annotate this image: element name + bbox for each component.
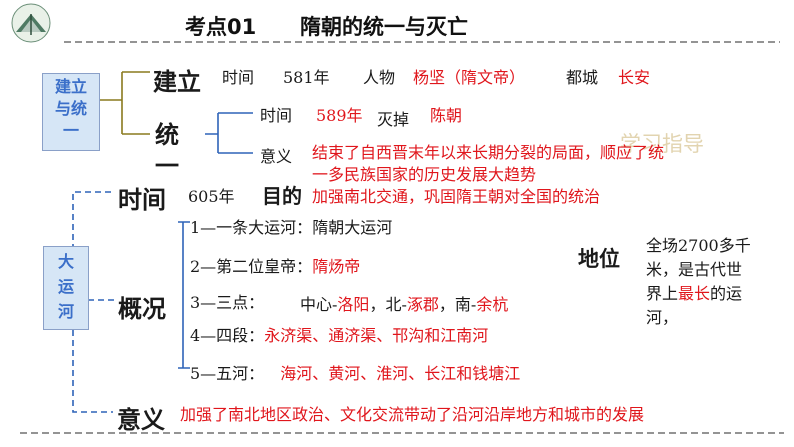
establish-heading: 建立 <box>153 67 201 96</box>
unify-destroy-value: 陈朝 <box>430 106 463 125</box>
status-line-4: 河， <box>646 308 679 327</box>
status-line-3-post: 的运 <box>710 284 743 303</box>
overview-item-3-prefix: 3—三点： <box>190 293 265 312</box>
unify-meaning-label: 意义 <box>260 147 293 166</box>
bottom-dashed-line <box>20 432 784 434</box>
overview-item-5: 5—五河： 海河、黄河、淮河、长江和钱塘江 <box>190 360 520 384</box>
establish-time-value: 581年 <box>283 68 330 87</box>
canal-meaning-heading: 意义 <box>117 405 165 434</box>
point-center-label: 中心- <box>300 295 338 314</box>
establish-time-label: 时间 <box>222 68 255 87</box>
overview-item-2-prefix: 2—第二位皇帝： <box>190 257 313 276</box>
canal-overview-heading: 概况 <box>118 294 166 323</box>
status-line-1: 全场2700多千 <box>646 236 751 255</box>
canal-purpose-value: 加强南北交通，巩固隋王朝对全国的统治 <box>312 187 601 206</box>
overview-item-2-value: 隋炀帝 <box>312 257 361 276</box>
overview-item-4-value: 永济渠、通济渠、邗沟和江南河 <box>264 326 489 345</box>
section-box-establish-unify: 建立 与统 一 <box>42 73 100 151</box>
point-north-value: 涿郡 <box>406 295 439 314</box>
status-line-3-red: 最长 <box>678 284 711 303</box>
three-points: 中心-洛阳，北-涿郡，南-余杭 <box>300 291 508 315</box>
overview-item-4-prefix: 4—四段： <box>190 326 265 345</box>
overview-item-1-prefix: 1—一条大运河： <box>190 218 313 237</box>
overview-item-2: 2—第二位皇帝：隋炀帝 <box>190 253 360 277</box>
establish-capital-value: 长安 <box>618 68 651 87</box>
overview-item-5-value: 海河、黄河、淮河、长江和钱塘江 <box>280 364 521 383</box>
unify-heading-line1: 统 <box>155 120 179 149</box>
page-title: 隋朝的统一与灭亡 <box>300 15 468 39</box>
watermark-text: 学习指导 <box>620 132 704 156</box>
establish-capital-label: 都城 <box>566 68 599 87</box>
overview-item-3: 3—三点： <box>190 289 264 313</box>
unify-meaning-line2: 一多民族国家的历史发展大趋势 <box>312 165 537 184</box>
canal-purpose-label: 目的 <box>262 184 302 208</box>
status-line-3: 界上最长的运 <box>646 280 742 304</box>
canal-time-value: 605年 <box>188 187 235 206</box>
point-sep-2: ， <box>438 295 455 314</box>
overview-item-5-prefix: 5—五河： <box>190 364 265 383</box>
point-north-label: 北- <box>385 295 407 314</box>
unify-time-label: 时间 <box>260 106 293 125</box>
fan-logo-icon <box>11 3 51 43</box>
point-center-value: 洛阳 <box>337 295 370 314</box>
unify-time-value: 589年 <box>316 106 363 125</box>
establish-person-value: 杨坚（隋文帝） <box>413 68 526 87</box>
section-box-grand-canal: 大 运 河 <box>43 246 89 330</box>
overview-item-1-value: 隋朝大运河 <box>312 218 393 237</box>
establish-person-label: 人物 <box>363 68 396 87</box>
unify-destroy-label: 灭掉 <box>377 110 410 129</box>
point-sep-1: ， <box>369 295 386 314</box>
overview-item-4: 4—四段：永济渠、通济渠、邗沟和江南河 <box>190 322 488 346</box>
canal-meaning-value: 加强了南北地区政治、文化交流带动了沿河沿岸地方和城市的发展 <box>180 405 645 424</box>
canal-time-heading: 时间 <box>118 185 166 214</box>
canal-status-heading: 地位 <box>578 246 620 271</box>
unify-heading-line2: 一 <box>155 151 179 180</box>
point-south-value: 余杭 <box>476 295 509 314</box>
title-code: 考点01 <box>185 15 257 39</box>
point-south-label: 南- <box>454 295 477 314</box>
status-line-3-pre: 界上 <box>646 284 679 303</box>
title-underline <box>64 41 780 43</box>
unify-meaning-line1: 结束了自西晋末年以来长期分裂的局面，顺应了统 <box>312 143 665 162</box>
status-line-2: 米，是古代世 <box>646 260 743 279</box>
overview-item-1: 1—一条大运河：隋朝大运河 <box>190 214 392 238</box>
